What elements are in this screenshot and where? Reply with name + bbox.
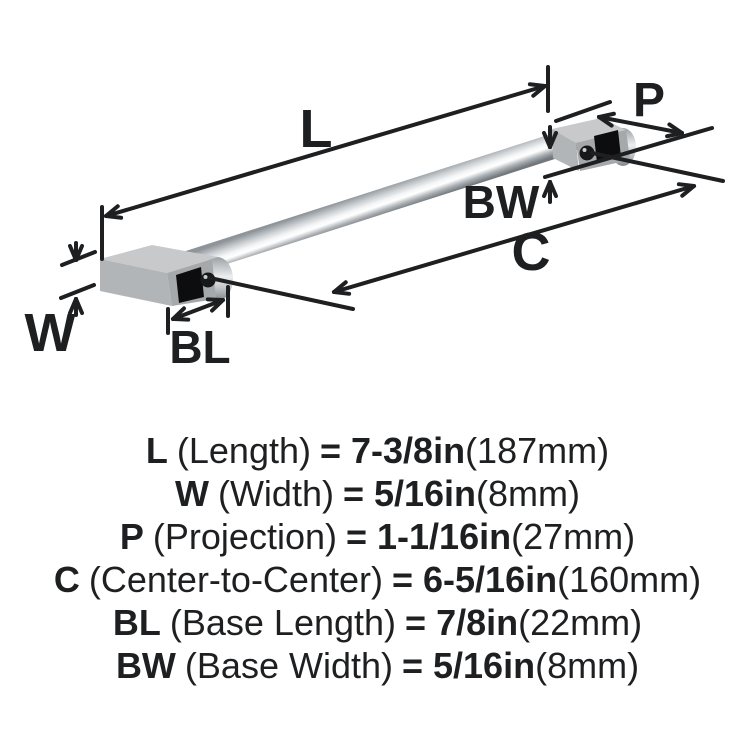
left-foot-mount-slot bbox=[176, 267, 204, 303]
legend-row-width: W(Width)= 5/16in(8mm) bbox=[0, 472, 755, 515]
dimension-BL bbox=[166, 285, 230, 335]
dimension-L bbox=[100, 65, 550, 261]
legend-value: = 7/8in bbox=[405, 602, 519, 643]
label-C: C bbox=[512, 222, 551, 282]
P-extension-line-upper bbox=[554, 100, 612, 123]
legend-row-projection: P(Projection)= 1-1/16in(27mm) bbox=[0, 515, 755, 558]
right-foot-screw-highlight bbox=[582, 148, 587, 152]
legend-value: = 7-3/8in bbox=[319, 430, 466, 471]
left-foot-screw-highlight bbox=[203, 275, 208, 279]
legend-name: (Base Length) bbox=[169, 602, 397, 643]
legend-abbr: W bbox=[174, 473, 209, 514]
legend-value: = 6-5/16in bbox=[391, 559, 558, 600]
legend-value: = 5/16in bbox=[342, 473, 477, 514]
legend-metric: (160mm) bbox=[557, 559, 702, 600]
W-extension-tick-upper bbox=[60, 250, 97, 267]
legend-name: (Center-to-Center) bbox=[88, 559, 383, 600]
legend-row-center-to-center: C(Center-to-Center)= 6-5/16in(160mm) bbox=[0, 558, 755, 601]
legend-metric: (8mm) bbox=[535, 645, 640, 686]
legend-name: (Width) bbox=[217, 473, 334, 514]
dimension-annotations bbox=[59, 65, 725, 335]
dimension-C bbox=[208, 151, 725, 311]
label-P: P bbox=[633, 74, 665, 127]
L-dimension-line bbox=[106, 86, 545, 216]
left-foot-top-face bbox=[100, 245, 218, 273]
right-foot-side-face bbox=[552, 129, 579, 171]
legend-value: = 1-1/16in bbox=[345, 516, 512, 557]
dimension-P bbox=[543, 100, 714, 179]
legend-abbr: BW bbox=[115, 645, 176, 686]
P-dimension-line bbox=[599, 117, 682, 133]
legend-name: (Projection) bbox=[152, 516, 337, 557]
legend-abbr: BL bbox=[112, 602, 161, 643]
C-leader-right-hole bbox=[590, 151, 725, 183]
legend-abbr: P bbox=[119, 516, 144, 557]
legend-row-base-width: BW(Base Width)= 5/16in(8mm) bbox=[0, 644, 755, 687]
W-extension-tick-lower bbox=[59, 283, 96, 300]
legend-metric: (8mm) bbox=[476, 473, 581, 514]
BL-dimension-line bbox=[173, 300, 223, 319]
C-leader-left-hole bbox=[208, 276, 355, 311]
legend-name: (Base Width) bbox=[184, 645, 393, 686]
label-BW: BW bbox=[463, 176, 540, 228]
left-foot-side-face bbox=[100, 259, 172, 306]
legend-row-length: L(Length)= 7-3/8in(187mm) bbox=[0, 429, 755, 472]
legend-abbr: C bbox=[53, 559, 80, 600]
label-W: W bbox=[25, 303, 76, 363]
legend-metric: (22mm) bbox=[518, 602, 643, 643]
pull-handle-illustration bbox=[100, 118, 636, 306]
legend-value: = 5/16in bbox=[401, 645, 536, 686]
label-BL: BL bbox=[169, 321, 230, 373]
dimension-legend: L(Length)= 7-3/8in(187mm) W(Width)= 5/16… bbox=[0, 429, 755, 687]
legend-row-base-length: BL(Base Length)= 7/8in(22mm) bbox=[0, 601, 755, 644]
label-L: L bbox=[300, 99, 333, 159]
C-dimension-line bbox=[334, 186, 694, 292]
legend-name: (Length) bbox=[176, 430, 311, 471]
legend-metric: (27mm) bbox=[511, 516, 636, 557]
dimension-W bbox=[59, 241, 97, 317]
legend-abbr: L bbox=[145, 430, 168, 471]
legend-metric: (187mm) bbox=[465, 430, 610, 471]
